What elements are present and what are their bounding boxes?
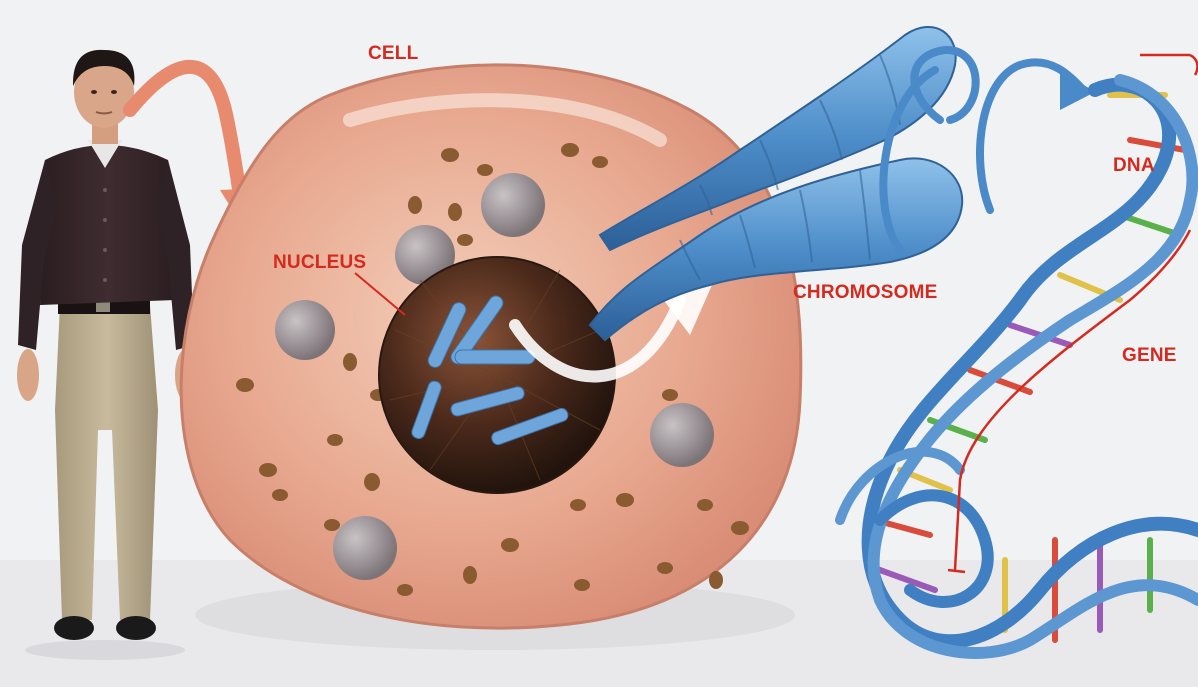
gene-label: GENE [1122, 345, 1177, 367]
nucleus-label: NUCLEUS [273, 252, 366, 274]
cell-label: CELL [368, 43, 418, 65]
chromosome-label: CHROMOSOME [793, 282, 938, 304]
dna-label: DNA [1113, 155, 1155, 177]
